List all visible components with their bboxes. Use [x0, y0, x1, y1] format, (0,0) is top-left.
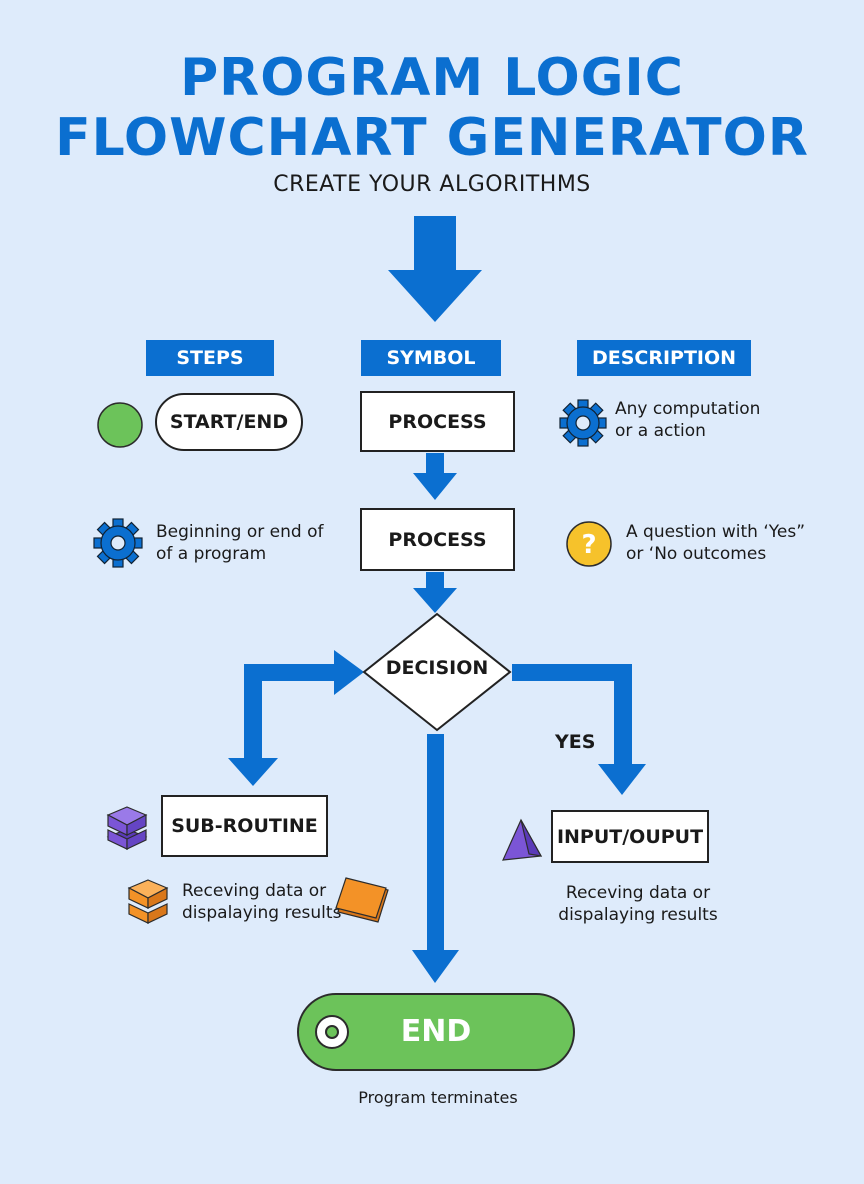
start-end-terminal: START/END	[155, 393, 303, 451]
description-beginning-line-1: Beginning or end of	[156, 522, 324, 542]
description-receiving-left-line-2: dispalaying results	[182, 903, 342, 923]
header-steps: STEPS	[146, 340, 274, 376]
process-box-1: PROCESS	[360, 391, 515, 452]
orange-card-icon	[335, 877, 389, 923]
gear-icon	[559, 399, 607, 447]
green-circle-icon	[97, 402, 143, 448]
description-question-line-2: or ‘No outcomes	[626, 544, 767, 564]
arrow-loop-left	[228, 650, 364, 786]
description-computation-line-2: or a action	[615, 421, 706, 441]
page-title-line-1: PROGRAM LOGIC	[180, 48, 684, 108]
page-title-line-2: FLOWCHART GENERATOR	[55, 108, 809, 168]
arrow-process-to-decision	[413, 572, 457, 613]
description-receiving-right-line-1: Receving data or	[565, 883, 711, 903]
description-beginning: Beginning or end of of a program	[156, 521, 356, 565]
end-terminal: END	[297, 993, 575, 1071]
arrow-process-to-process	[413, 453, 457, 500]
yes-label: YES	[555, 731, 596, 753]
gear-icon-2	[93, 518, 143, 568]
end-label: END	[400, 1014, 472, 1049]
decision-diamond	[362, 612, 512, 732]
subroutine-box: SUB-ROUTINE	[161, 795, 328, 857]
description-question: A question with ‘Yes” or ‘No outcomes	[626, 521, 826, 565]
description-receiving-right-line-2: dispalaying results	[558, 905, 718, 925]
header-symbol: SYMBOL	[361, 340, 501, 376]
description-beginning-line-2: of a program	[156, 544, 267, 564]
svg-text:?: ?	[581, 530, 596, 560]
header-description: DESCRIPTION	[577, 340, 751, 376]
description-receiving-right: Receving data or dispalaying results	[540, 882, 736, 926]
decision-label: DECISION	[385, 657, 489, 679]
description-receiving-left-line-1: Receving data or	[182, 881, 327, 901]
question-icon: ?	[566, 521, 612, 567]
arrow-yes-branch	[512, 664, 646, 795]
arrow-decision-to-end	[412, 734, 459, 983]
description-question-line-1: A question with ‘Yes”	[626, 522, 806, 542]
description-computation-line-1: Any computation	[615, 399, 761, 419]
description-receiving-left: Receving data or dispalaying results	[182, 880, 352, 924]
input-output-box: INPUT/OUPUT	[551, 810, 709, 863]
end-ring-icon	[315, 1015, 349, 1049]
purple-stack-icon	[106, 806, 148, 850]
top-down-arrow	[388, 216, 482, 322]
description-computation: Any computation or a action	[615, 398, 815, 442]
triangle-icon	[502, 818, 543, 861]
process-box-2: PROCESS	[360, 508, 515, 571]
page-subtitle: CREATE YOUR ALGORITHMS	[273, 172, 591, 197]
orange-stack-icon	[127, 879, 169, 924]
description-terminates: Program terminates	[358, 1088, 518, 1107]
